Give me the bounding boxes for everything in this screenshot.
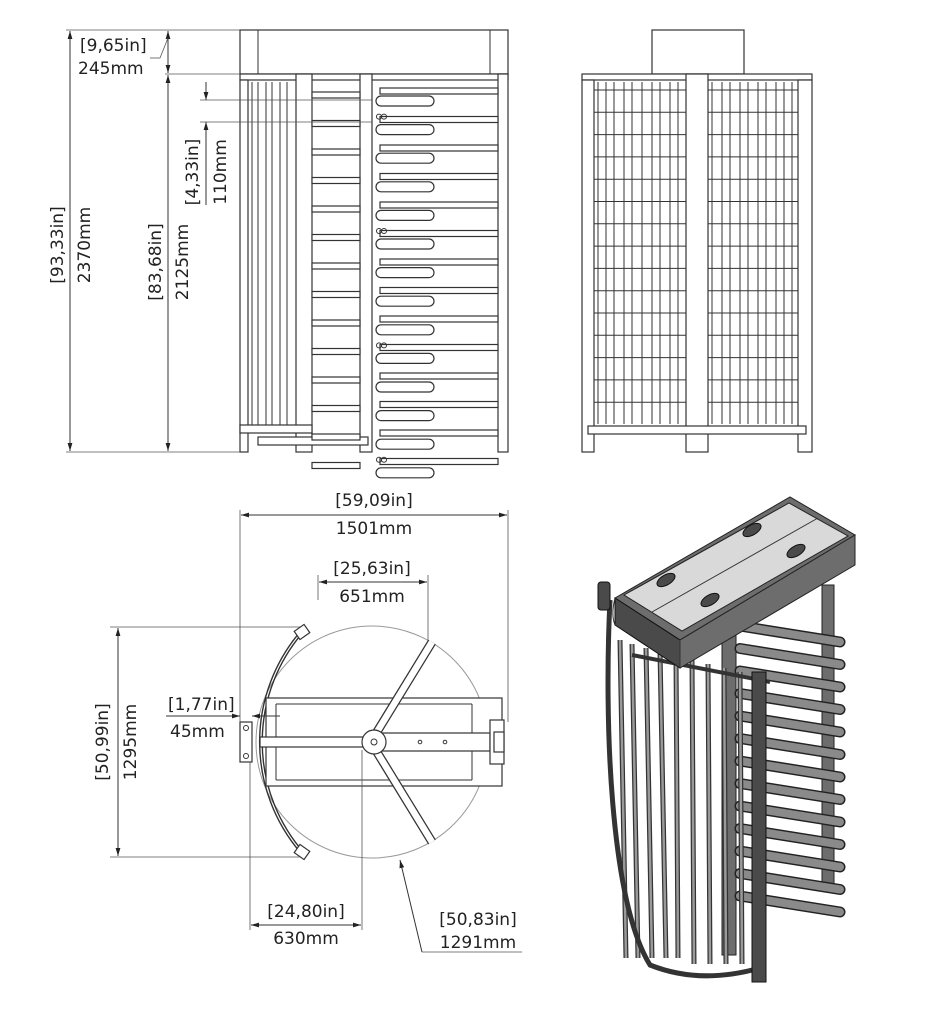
depth-mm: 1295mm — [121, 704, 141, 780]
depth-in: [50,99in] — [93, 703, 113, 780]
arm-spacing-in: [4,33in] — [183, 139, 203, 206]
top-box-mm: 245mm — [78, 59, 144, 79]
arm-length-in: [25,63in] — [333, 559, 410, 579]
offset-mm: 45mm — [170, 722, 225, 742]
side-view — [581, 29, 813, 453]
rotor-diameter-mm: 1291mm — [440, 933, 516, 953]
frame-height-mm: 2125mm — [173, 224, 193, 300]
arm-length-mm: 651mm — [339, 587, 405, 607]
top-view — [239, 623, 505, 861]
total-width-mm: 1501mm — [336, 519, 412, 539]
overall-height-in: [93,33in] — [48, 206, 68, 283]
offset-in: [1,77in] — [168, 695, 235, 715]
arm-spacing-mm: 110mm — [211, 139, 231, 205]
center-to-fence-in: [24,80in] — [267, 902, 344, 922]
front-dimensions: [93,33in] 2370mm [83,68in] 2125mm [9,65i… — [48, 29, 372, 453]
top-box-in: [9,65in] — [80, 36, 147, 56]
front-view — [239, 29, 509, 479]
total-width-in: [59,09in] — [335, 491, 412, 511]
top-dimensions: [59,09in] 1501mm [25,63in] 651mm [50,99i… — [93, 491, 522, 953]
center-to-fence-mm: 630mm — [273, 929, 339, 949]
frame-height-in: [83,68in] — [146, 223, 166, 300]
rotor-diameter-in: [50,83in] — [439, 910, 516, 930]
isometric-view — [597, 496, 856, 983]
overall-height-mm: 2370mm — [75, 207, 95, 283]
